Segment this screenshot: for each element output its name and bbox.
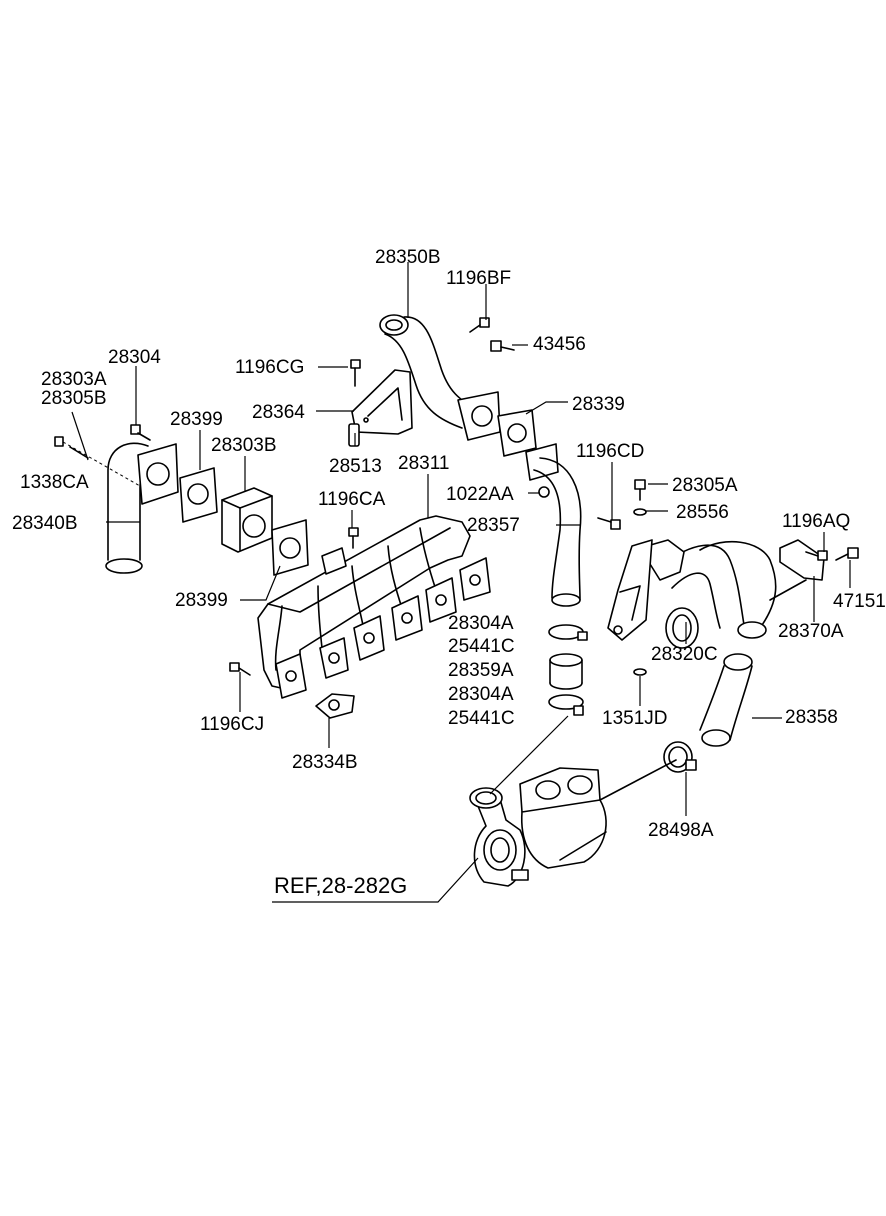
- part-28399-gasket-upper: [179, 467, 218, 523]
- part-28513-pin: [348, 423, 360, 447]
- part-28498A-clamp: [663, 741, 697, 773]
- label-28339: 28339: [572, 394, 625, 415]
- part-28364-bracket: [351, 369, 413, 435]
- label-28370A: 28370A: [778, 621, 844, 642]
- label-28334B: 28334B: [292, 752, 358, 773]
- label-28513: 28513: [329, 456, 382, 477]
- turbocharger-assembly: [469, 759, 677, 887]
- label-43456: 43456: [533, 334, 586, 355]
- part-28359A-hose: [549, 653, 583, 690]
- label-1196CA: 1196CA: [318, 489, 386, 510]
- label-28498A: 28498A: [648, 820, 714, 841]
- part-1022AA-nut: [538, 486, 550, 498]
- label-1196CJ: 1196CJ: [200, 714, 264, 735]
- label-28359A: 28359A: [448, 660, 514, 681]
- label-1196AQ: 1196AQ: [782, 511, 850, 532]
- part-1338CA-stud: [54, 436, 141, 487]
- part-28320C-elbow: [607, 539, 777, 649]
- part-28399-gasket-lower: [271, 519, 309, 576]
- label-28311: 28311: [398, 453, 449, 474]
- label-28399-lower: 28399: [175, 590, 228, 611]
- part-1196AQ-bolt: [805, 550, 828, 561]
- part-28305B-stud: [69, 446, 89, 459]
- part-1196CA-bolt: [348, 527, 359, 549]
- label-28364: 28364: [252, 402, 305, 423]
- label-25441C-2: 25441C: [448, 708, 515, 729]
- label-28303A: 28303A: [41, 369, 107, 390]
- label-1196CG: 1196CG: [235, 357, 304, 378]
- part-1196CD-bolt: [597, 517, 621, 530]
- part-1351JD-washer: [633, 668, 647, 676]
- part-28304A-clamp-2: [548, 694, 584, 716]
- label-1338CA: 1338CA: [20, 472, 89, 493]
- part-28303B-adapter: [221, 487, 273, 553]
- label-28350B: 28350B: [375, 247, 441, 268]
- label-28304A-2: 28304A: [448, 684, 514, 705]
- label-47151: 47151: [833, 591, 886, 612]
- part-28339-gasket: [497, 409, 537, 457]
- label-28340B: 28340B: [12, 513, 78, 534]
- label-28305A: 28305A: [672, 475, 738, 496]
- label-28305B: 28305B: [41, 388, 107, 409]
- label-28304: 28304: [108, 347, 161, 368]
- part-1196CG-bolt: [350, 359, 361, 387]
- label-28556: 28556: [676, 502, 729, 523]
- part-47151-bolt: [835, 547, 859, 561]
- label-1196CD: 1196CD: [576, 441, 644, 462]
- label-28399-upper: 28399: [170, 409, 223, 430]
- label-ref-28-282G: REF,28-282G: [274, 873, 407, 898]
- part-28304A-clamp-1: [548, 624, 588, 641]
- label-28358: 28358: [785, 707, 838, 728]
- part-28305A-bolt: [634, 479, 646, 501]
- part-1196BF-bolt: [469, 317, 490, 333]
- part-28556-washer: [633, 508, 647, 516]
- leader-lines: [71, 262, 851, 903]
- label-1351JD: 1351JD: [602, 708, 668, 729]
- label-28303B: 28303B: [211, 435, 277, 456]
- part-28350B-pipe: [379, 314, 501, 441]
- label-1196BF: 1196BF: [446, 268, 511, 289]
- part-28311-manifold: [257, 515, 491, 699]
- label-28357: 28357: [467, 515, 520, 536]
- part-28358-hose: [699, 653, 753, 747]
- part-28370A-bracket: [769, 539, 825, 601]
- part-28334B-gasket: [315, 693, 355, 719]
- label-25441C-1: 25441C: [448, 636, 515, 657]
- label-28304A-1: 28304A: [448, 613, 514, 634]
- part-28357-pipe: [525, 443, 582, 607]
- part-1196CJ-bolt: [229, 662, 251, 676]
- part-28304-bolt: [130, 424, 151, 441]
- label-28320C: 28320C: [651, 644, 718, 665]
- part-28340B-elbow-pipe: [105, 442, 179, 574]
- label-1022AA: 1022AA: [446, 484, 514, 505]
- part-labels: 28350B 1196BF 43456 28304 1196CG 28303A …: [12, 247, 886, 898]
- part-43456-bolt: [490, 340, 515, 352]
